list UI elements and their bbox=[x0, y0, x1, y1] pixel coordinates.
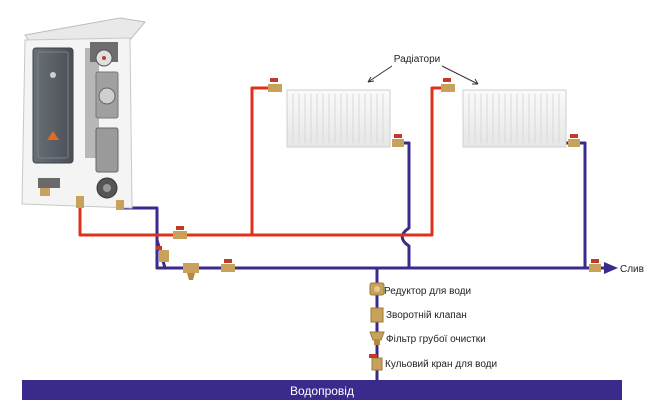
component-label-ball-valve: Кульовий кран для води bbox=[385, 359, 497, 370]
water-main-label: Водопровід bbox=[290, 384, 354, 398]
drain-label: Слив bbox=[620, 264, 644, 275]
component-label-coarse-filter: Фільтр грубої очистки bbox=[386, 333, 486, 345]
reducer-icon bbox=[369, 282, 385, 296]
coarse-filter-icon bbox=[369, 331, 385, 345]
drain-arrow-icon bbox=[604, 262, 618, 274]
radiator-pointer-arrows bbox=[367, 65, 479, 85]
radiators-label: Радіатори bbox=[394, 54, 440, 65]
electric-boiler bbox=[21, 17, 146, 210]
radiator-2 bbox=[462, 89, 567, 148]
valve-boiler-return bbox=[156, 246, 169, 262]
valve-rad2-return bbox=[568, 134, 580, 147]
valve-boiler-supply bbox=[173, 226, 187, 239]
return-pipes bbox=[120, 141, 606, 380]
valve-rad1-supply bbox=[268, 78, 282, 92]
valve-rad2-supply bbox=[441, 78, 455, 92]
water-main: Водопровід bbox=[22, 380, 622, 400]
filter-return bbox=[183, 263, 199, 280]
component-label-check-valve: Зворотній клапан bbox=[386, 310, 467, 321]
radiator-1 bbox=[286, 89, 391, 148]
supply-pipes bbox=[78, 86, 448, 237]
warning-icon bbox=[47, 131, 59, 140]
valve-drain bbox=[589, 259, 601, 272]
component-label-reducer: Редуктор для води bbox=[384, 286, 471, 297]
valve-rad1-return bbox=[392, 134, 404, 147]
check-valve-icon bbox=[370, 307, 384, 323]
ball-valve-icon bbox=[369, 354, 383, 371]
valve-return-main bbox=[221, 259, 235, 272]
